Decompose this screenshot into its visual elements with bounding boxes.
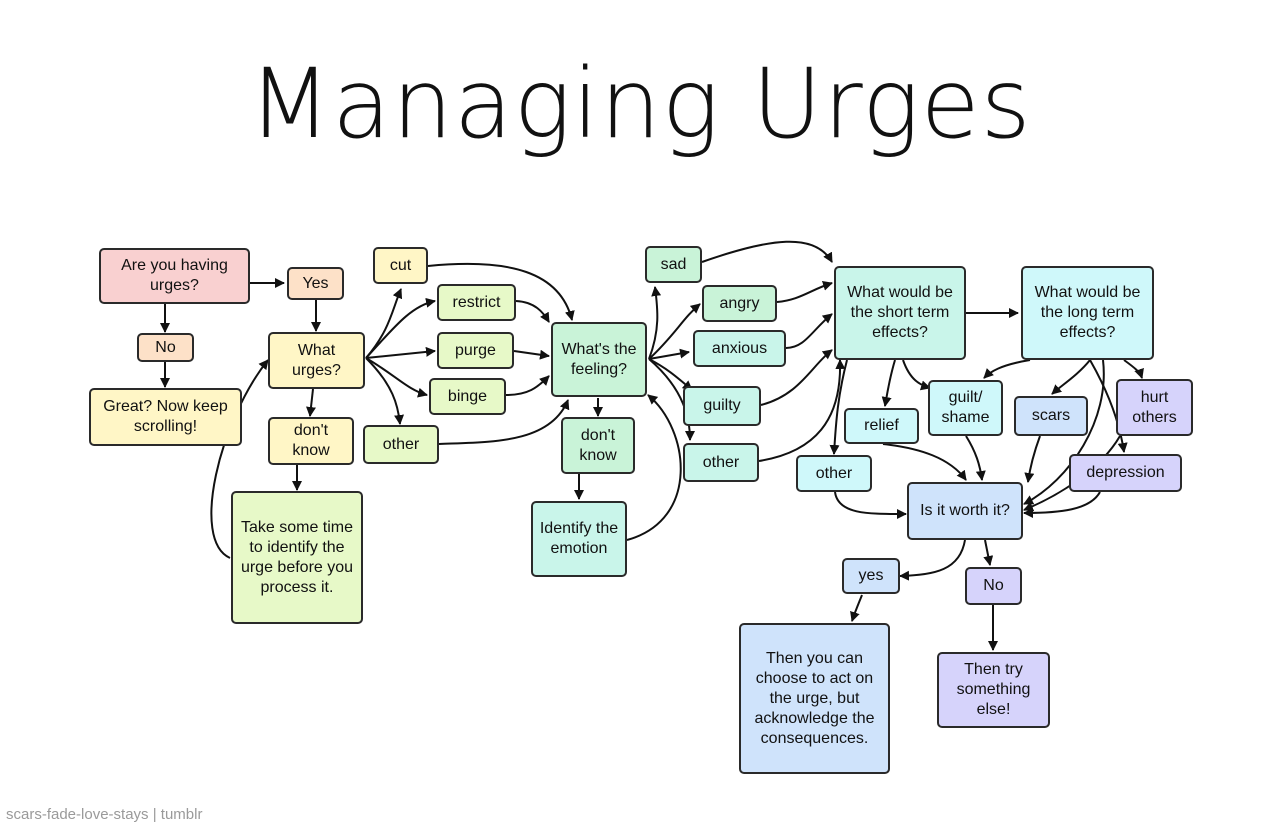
node-binge: binge	[429, 378, 506, 415]
edge-whaturges-other	[365, 357, 405, 425]
edge-short-relief	[881, 359, 896, 407]
edge-feeling-angry	[648, 303, 701, 360]
node-hurt-others: hurt others	[1116, 379, 1193, 436]
edge-long-guilt	[983, 359, 1031, 379]
node-act-on-urge: Then you can choose to act on the urge, …	[739, 623, 890, 774]
edge-long-depression	[1089, 359, 1128, 453]
node-angry: angry	[702, 285, 777, 322]
node-short-term-effects: What would be the short term effects?	[834, 266, 966, 360]
node-try-something-else: Then try something else!	[937, 652, 1050, 728]
edge-relief-worth	[882, 443, 967, 481]
edge-identify-feeling	[626, 394, 682, 541]
node-yes-worth: yes	[842, 558, 900, 594]
node-restrict: restrict	[437, 284, 516, 321]
node-sad: sad	[645, 246, 702, 283]
node-dont-know-feeling: don't know	[561, 417, 635, 474]
edge-cut-feeling	[427, 262, 575, 321]
edge-whaturges-binge	[365, 357, 428, 398]
node-no-worth: No	[965, 567, 1022, 605]
edge-other2-short	[758, 359, 846, 462]
node-purge: purge	[437, 332, 514, 369]
edge-short-guilt	[902, 359, 931, 391]
node-are-you-having-urges: Are you having urges?	[99, 248, 250, 304]
edge-worth-no	[983, 539, 994, 566]
node-scars: scars	[1014, 396, 1088, 436]
node-relief: relief	[844, 408, 919, 444]
edge-worth-yes	[899, 539, 966, 581]
edge-binge-feeling	[505, 375, 550, 396]
edge-feeling-anxious	[648, 348, 690, 360]
watermark: scars-fade-love-stays | tumblr	[6, 806, 203, 823]
node-anxious: anxious	[693, 330, 786, 367]
edge-short-other3	[829, 359, 848, 455]
edge-feeling-sad	[648, 286, 662, 360]
node-other-urge: other	[363, 425, 439, 464]
node-cut: cut	[373, 247, 428, 284]
node-other-effect: other	[796, 455, 872, 492]
node-depression: depression	[1069, 454, 1182, 492]
node-is-it-worth-it: Is it worth it?	[907, 482, 1023, 540]
edge-depression-worth	[1023, 491, 1101, 518]
edge-anxious-short	[785, 313, 833, 349]
node-identify-the-emotion: Identify the emotion	[531, 501, 627, 577]
edge-whaturges-cut	[365, 288, 403, 359]
edge-angry-short	[776, 280, 833, 303]
edge-restrict-feeling	[515, 300, 550, 323]
edge-other3-worth	[834, 491, 907, 520]
node-dont-know-urge: don't know	[268, 417, 354, 465]
edge-whaturges-dontknow	[306, 388, 316, 417]
edge-long-hurt	[1123, 359, 1144, 379]
edge-scars-worth	[1024, 435, 1041, 483]
node-guilt-shame: guilt/ shame	[928, 380, 1003, 436]
node-no: No	[137, 333, 194, 362]
edge-long-worth	[1023, 359, 1105, 505]
edge-guilt-worth	[965, 435, 986, 481]
node-other-feeling: other	[683, 443, 759, 482]
edge-yes-act	[850, 594, 863, 622]
node-what-urges: What urges?	[268, 332, 365, 389]
node-whats-the-feeling: What's the feeling?	[551, 322, 647, 397]
edge-long-scars	[1051, 359, 1091, 395]
node-guilty: guilty	[683, 386, 761, 426]
node-yes: Yes	[287, 267, 344, 300]
edge-whaturges-purge	[365, 346, 436, 359]
diagram-title: Managing Urges	[248, 48, 1032, 160]
node-take-some-time: Take some time to identify the urge befo…	[231, 491, 363, 624]
edge-sad-short	[701, 240, 833, 263]
edge-takesome-whaturges	[210, 359, 269, 559]
edge-whaturges-restrict	[365, 297, 436, 359]
edge-other-feeling	[438, 399, 570, 445]
node-great-keep-scrolling: Great? Now keep scrolling!	[89, 388, 242, 446]
edge-guilty-short	[760, 349, 833, 406]
node-long-term-effects: What would be the long term effects?	[1021, 266, 1154, 360]
edge-purge-feeling	[513, 349, 550, 360]
